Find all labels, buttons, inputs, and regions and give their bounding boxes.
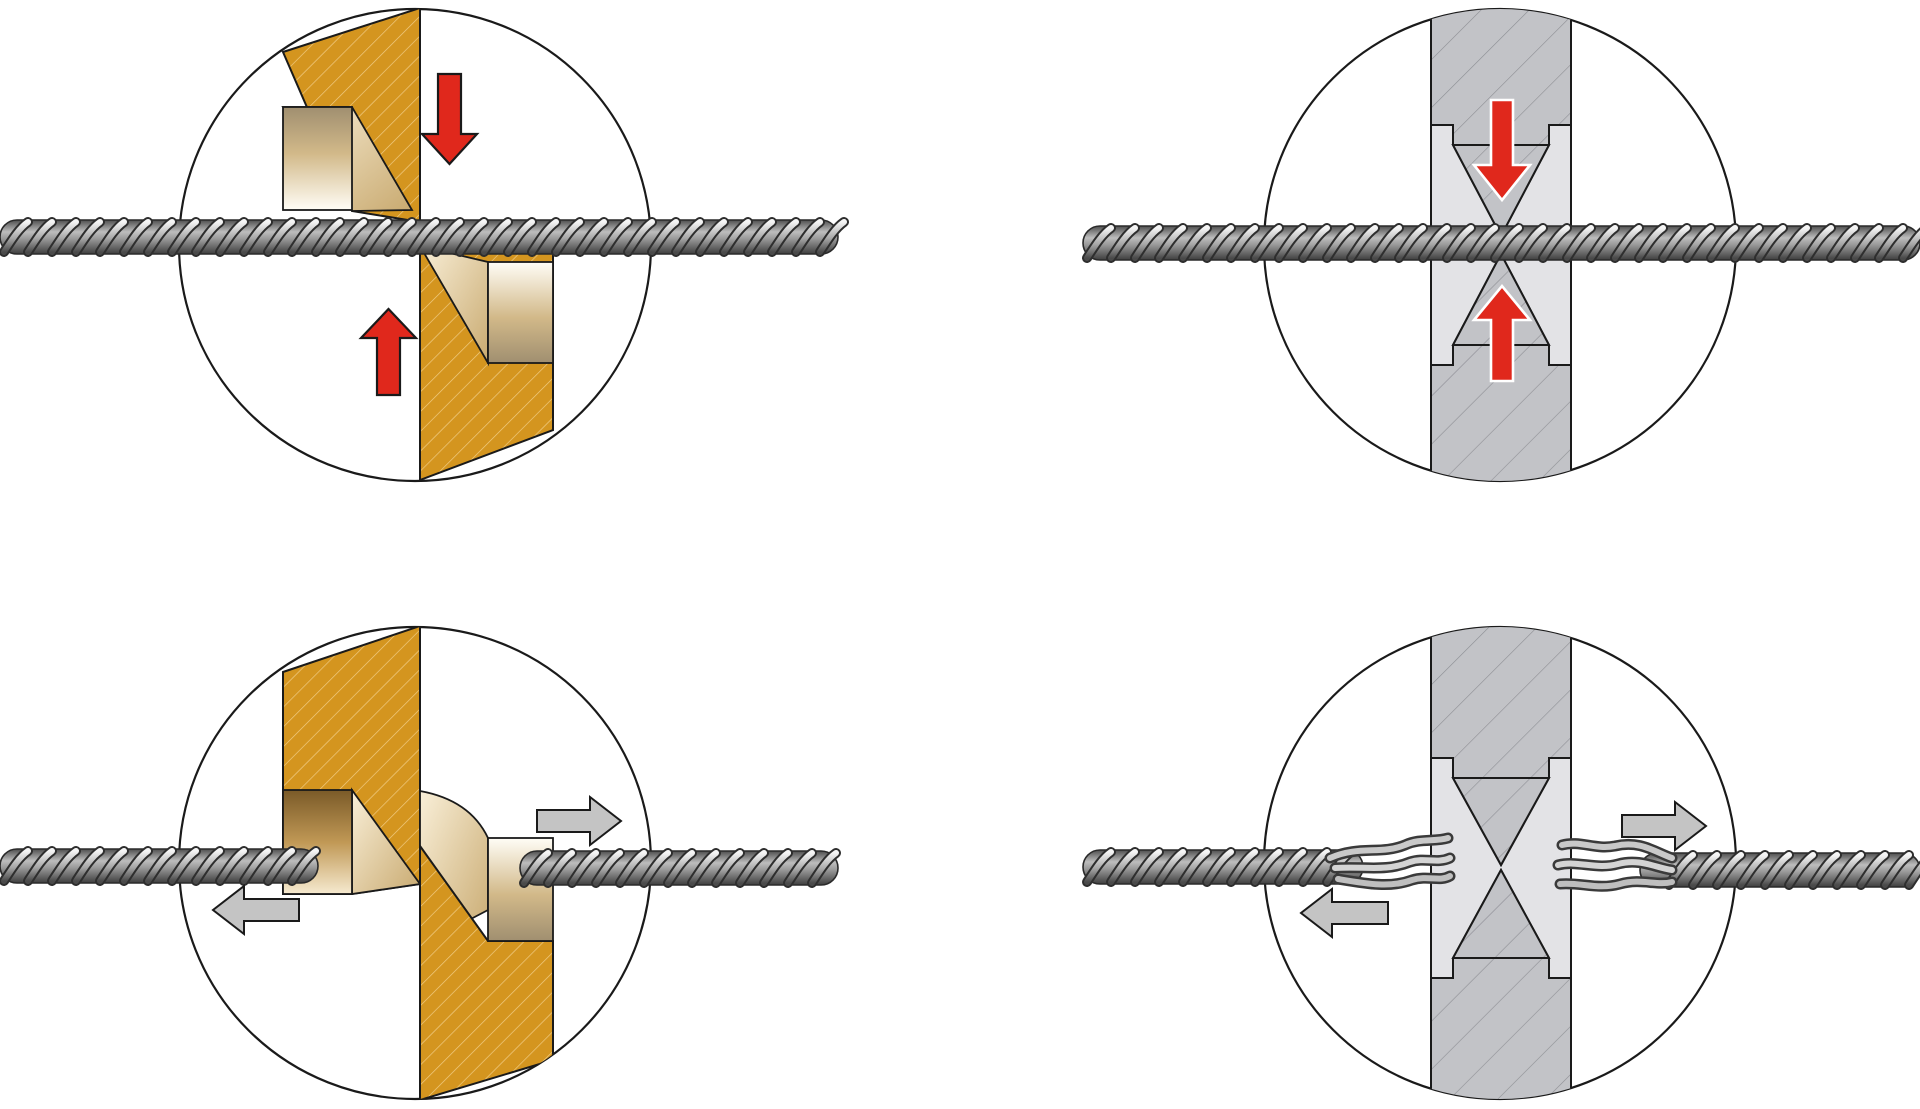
separation-arrow-right	[536, 794, 623, 848]
separation-arrow-left	[1299, 886, 1389, 940]
separation-arrow-left	[211, 883, 300, 937]
wire-rope-right-end	[1552, 838, 1920, 892]
panel-anvil-cutting	[1082, 7, 1920, 483]
clamping-arrow-down	[1471, 98, 1533, 203]
clamping-arrow-up	[1471, 283, 1533, 383]
upper-blade-edge-face	[282, 106, 353, 211]
frayed-strands-left	[1324, 832, 1456, 891]
wire-rope-right-end	[519, 848, 841, 888]
separation-arrow-right	[1621, 799, 1708, 853]
lower-blade	[419, 842, 554, 1099]
panel-bypass-cut-result	[0, 625, 841, 1101]
wire-rope-left-end	[1082, 832, 1456, 891]
upper-wedge	[1451, 777, 1551, 868]
frayed-strands-right	[1552, 838, 1678, 892]
wire-rope	[1082, 223, 1920, 263]
clamping-arrow-down	[419, 72, 480, 166]
wire-rope-left-end	[0, 846, 321, 886]
panel-bypass-cutting	[0, 7, 849, 483]
lower-wedge	[1451, 867, 1551, 959]
clamping-arrow-up	[358, 307, 419, 397]
panel-anvil-cut-result	[1082, 625, 1920, 1101]
wire-rope	[0, 217, 849, 257]
lower-blade-edge-face	[487, 261, 554, 364]
